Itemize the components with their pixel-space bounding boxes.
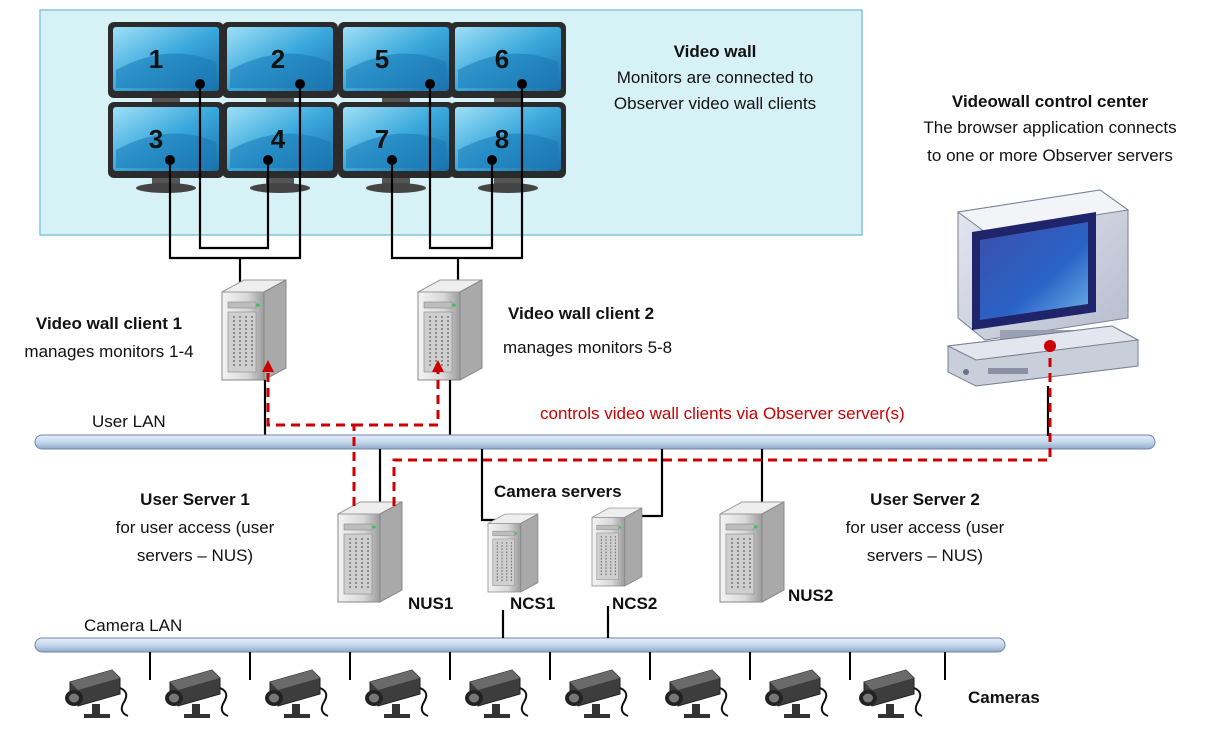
nus2-label: NUS2 — [788, 586, 834, 605]
video-wall-client-2-server — [417, 279, 483, 381]
user-server-2-desc-2: servers – NUS) — [866, 546, 984, 565]
monitor-number-3: 3 — [148, 124, 164, 154]
client-2-desc: manages monitors 5-8 — [503, 338, 673, 357]
user-server-2-title: User Server 2 — [870, 490, 980, 509]
client-lan-links — [263, 380, 452, 436]
nus1-label: NUS1 — [408, 594, 454, 613]
user-lan-label: User LAN — [92, 412, 166, 431]
control-center-desc-1: The browser application connects — [923, 118, 1177, 137]
video-wall-title: Video wall — [673, 42, 757, 61]
monitor-number-7: 7 — [374, 124, 390, 154]
video-wall-client-1-server — [221, 279, 287, 381]
control-center-pc — [946, 189, 1140, 387]
control-center-desc-2: to one or more Observer servers — [927, 146, 1173, 165]
camera-servers-label: Camera servers — [494, 482, 622, 501]
client-1-cables — [168, 84, 302, 282]
monitor-number-1: 1 — [148, 44, 164, 74]
monitor-number-5: 5 — [374, 44, 390, 74]
camera-lan-bar — [34, 637, 1006, 653]
cameras-label: Cameras — [968, 688, 1040, 707]
control-links — [266, 346, 1052, 506]
camera-server-lan-links — [501, 606, 610, 638]
monitor-number-2: 2 — [270, 44, 286, 74]
client-2-title: Video wall client 2 — [508, 304, 655, 323]
monitor-number-4: 4 — [270, 124, 286, 154]
ncs1-server — [487, 513, 539, 593]
monitor-number-8: 8 — [494, 124, 510, 154]
user-server-1-desc-2: servers – NUS) — [136, 546, 254, 565]
ncs2-server — [591, 507, 643, 587]
cameras-row — [64, 652, 946, 719]
ncs1-label: NCS1 — [510, 594, 556, 613]
user-server-1-title: User Server 1 — [140, 490, 250, 509]
client-1-title: Video wall client 1 — [35, 314, 183, 333]
monitor-number-6: 6 — [494, 44, 510, 74]
client-1-desc: manages monitors 1-4 — [24, 342, 194, 361]
nus1-server — [337, 501, 403, 603]
user-server-1-desc-1: for user access (user — [115, 518, 275, 537]
controls-note: controls video wall clients via Observer… — [540, 404, 905, 423]
client-2-cables — [390, 84, 524, 282]
camera-lan-label: Camera LAN — [84, 616, 183, 635]
nus2-server — [719, 501, 785, 603]
video-wall-desc-2: Observer video wall clients — [613, 94, 817, 113]
user-server-2-desc-1: for user access (user — [845, 518, 1005, 537]
control-center-title: Videowall control center — [951, 92, 1149, 111]
video-wall-desc-1: Monitors are connected to — [616, 68, 814, 87]
ncs2-label: NCS2 — [612, 594, 658, 613]
user-lan-bar — [34, 434, 1156, 450]
